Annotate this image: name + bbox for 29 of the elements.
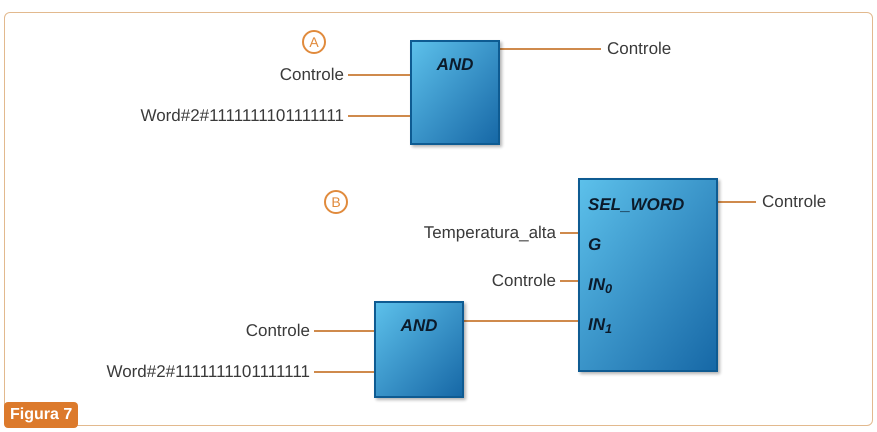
connector-line	[314, 330, 374, 332]
port-label: G	[588, 236, 602, 253]
function-block	[578, 178, 718, 372]
connector-line	[464, 320, 578, 322]
signal-label: Controle	[396, 270, 556, 292]
signal-label: Temperatura_alta	[300, 222, 556, 244]
port-label: IN$_{0}$	[588, 276, 612, 293]
circled-letter: A	[302, 30, 326, 54]
signal-label: Controle	[607, 38, 717, 60]
block-name: AND	[399, 317, 438, 334]
connector-line	[560, 280, 578, 282]
signal-label: Controle	[150, 320, 310, 342]
connector-line	[560, 232, 578, 234]
function-block	[374, 301, 464, 398]
connector-line	[500, 48, 601, 50]
signal-label: Word#2#1111111101111111	[16, 105, 344, 127]
function-block	[410, 40, 500, 145]
port-label: IN$_{1}$	[588, 316, 612, 333]
signal-label: Controle	[762, 191, 862, 213]
connector-line	[348, 115, 410, 117]
block-name: SEL_WORD	[588, 196, 684, 213]
signal-label: Controle	[196, 64, 344, 86]
connector-line	[314, 371, 374, 373]
circled-letter: B	[324, 190, 348, 214]
block-name: AND	[435, 56, 474, 73]
signal-label: Word#2#1111111101111111	[10, 361, 310, 383]
figure-caption: Figura 7	[4, 402, 78, 428]
connector-line	[718, 201, 756, 203]
connector-line	[348, 74, 410, 76]
